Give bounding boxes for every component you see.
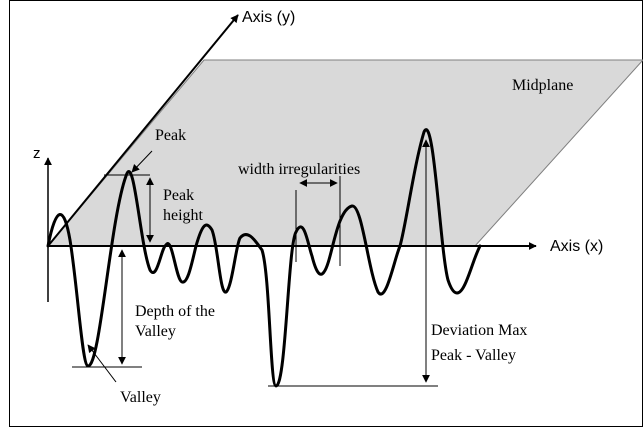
valley-pointer-arrow: [87, 344, 117, 383]
depth-valley-label-line2: Valley: [135, 323, 176, 340]
roughness-profile-curve: [46, 128, 482, 388]
midplane-label: Midplane: [512, 77, 573, 94]
peak-label: Peak: [155, 127, 186, 144]
axis-z-label: z: [33, 145, 41, 162]
depth-valley-label-line1: Depth of the: [135, 303, 215, 320]
axis-y-label: Axis (y): [242, 9, 295, 26]
deviation-label-line2: Peak - Valley: [431, 347, 516, 364]
deviation-label-line1: Deviation Max: [431, 322, 527, 339]
axis-x-label: Axis (x): [550, 238, 603, 255]
peak-pointer-arrow: [131, 150, 153, 173]
width-irregularities-label: width irregularities: [238, 161, 360, 178]
axis-y-line: [47, 14, 239, 247]
peak-height-label-line1: Peak: [163, 187, 194, 204]
valley-label: Valley: [120, 389, 161, 406]
peak-height-label-line2: height: [163, 207, 204, 224]
